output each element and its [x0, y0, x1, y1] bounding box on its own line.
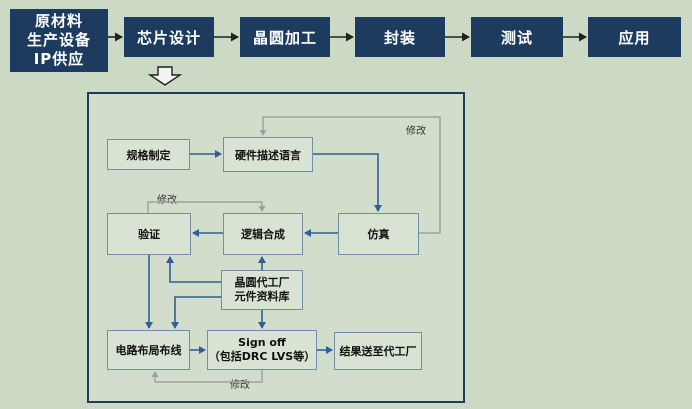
- stage-testing: 测试: [471, 17, 563, 57]
- stage-chip-design-label: 芯片设计: [136, 28, 201, 47]
- node-verification-label: 验证: [138, 228, 160, 241]
- node-cell-library-line-2: 元件资料库: [234, 290, 290, 303]
- stage-wafer-fab: 晶圆加工: [240, 17, 330, 57]
- modify-label-sim: 修改: [406, 126, 426, 137]
- node-send-foundry: 结果送至代工厂: [334, 332, 422, 370]
- stage-testing-label: 测试: [500, 28, 533, 47]
- stage-raw-materials: 原材料 生产设备 IP供应: [10, 9, 108, 72]
- stage-application: 应用: [588, 17, 681, 57]
- design-flow-arrows: [145, 150, 382, 354]
- node-cell-library-line-1: 晶圆代工厂: [234, 276, 290, 289]
- node-cell-library: 晶圆代工厂 元件资料库: [221, 270, 303, 310]
- node-synthesis-label: 逻辑合成: [241, 228, 285, 241]
- stage-wafer-fab-label: 晶圆加工: [252, 28, 317, 47]
- stage-chip-design: 芯片设计: [124, 17, 214, 57]
- modify-label-verify: 修改: [157, 195, 177, 206]
- node-signoff-line-1: Sign off: [238, 336, 286, 349]
- node-simulation: 仿真: [338, 213, 419, 255]
- node-signoff: Sign off （包括DRC LVS等）: [207, 330, 317, 370]
- stage-application-label: 应用: [618, 28, 651, 47]
- expand-down-arrow: [147, 66, 183, 86]
- node-spec-label: 规格制定: [126, 148, 171, 162]
- node-layout: 电路布局布线: [107, 330, 190, 370]
- node-signoff-line-2: （包括DRC LVS等）: [208, 350, 316, 363]
- node-simulation-label: 仿真: [367, 228, 390, 241]
- node-verification: 验证: [107, 213, 191, 255]
- node-spec: 规格制定: [107, 139, 190, 170]
- node-synthesis: 逻辑合成: [223, 213, 303, 255]
- node-layout-label: 电路布局布线: [115, 344, 182, 357]
- node-hdl-label: 硬件描述语言: [235, 148, 301, 162]
- stage-packaging: 封装: [355, 17, 445, 57]
- modify-label-layout: 修改: [230, 380, 250, 391]
- stage-raw-materials-line-1: 原材料: [34, 12, 83, 30]
- stage-packaging-label: 封装: [383, 28, 416, 47]
- stage-raw-materials-line-3: IP供应: [33, 50, 85, 68]
- stage-raw-materials-line-2: 生产设备: [26, 31, 91, 49]
- feedback-arrows: [147, 116, 441, 383]
- node-send-foundry-label: 结果送至代工厂: [339, 345, 417, 358]
- node-hdl: 硬件描述语言: [223, 137, 313, 172]
